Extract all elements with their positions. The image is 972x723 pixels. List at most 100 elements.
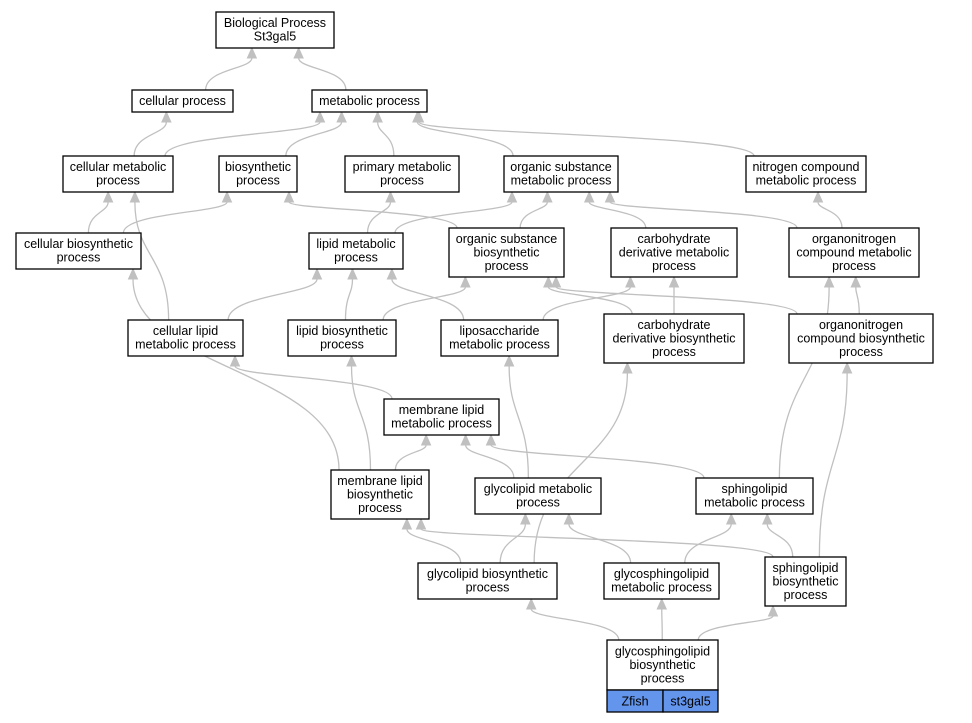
term-node-mp[interactable]: metabolic process (311, 89, 428, 113)
term-node-cp[interactable]: cellular process (131, 89, 234, 113)
edge-arrowhead (520, 512, 531, 525)
edge-line (376, 121, 395, 157)
term-node-label: lipid biosynthetic (296, 324, 388, 338)
term-node-label: metabolic process (135, 338, 236, 352)
term-node-box (788, 227, 920, 278)
edge-mlbp-to-cbp (127, 267, 340, 471)
species-label: Zfish (621, 695, 648, 709)
annotation-tags: Zfish st3gal5 (606, 689, 719, 713)
term-node-label: St3gal5 (254, 30, 296, 44)
term-node-label: biosynthetic (629, 658, 695, 672)
edge-arrowhead (372, 110, 383, 123)
term-node-label: organonitrogen (812, 232, 896, 246)
term-node-box (330, 469, 430, 520)
edge-arrowhead (283, 190, 295, 203)
edge-line (817, 201, 843, 229)
term-node-label: process (96, 174, 140, 188)
term-node-box (344, 155, 460, 193)
term-node-label: process (652, 345, 696, 359)
term-node-label: metabolic process (511, 174, 612, 188)
term-node-label: cellular lipid (153, 324, 218, 338)
edge-line (394, 444, 427, 471)
edge-oncmp-to-osmp (604, 190, 798, 229)
edge-glmp-to-mlmp (460, 433, 515, 479)
term-node-box (311, 89, 428, 113)
term-node-label: metabolic process (704, 496, 805, 510)
edge-line (609, 201, 798, 229)
edge-arrowhead (161, 110, 172, 123)
term-node-box (440, 319, 559, 357)
term-node-label: derivative metabolic (619, 245, 729, 259)
term-node-label: sphingolipid (772, 561, 838, 575)
edge-line (555, 286, 798, 315)
term-node-label: process (466, 581, 510, 595)
edge-line (164, 121, 321, 157)
edge-cmp-to-cp (133, 110, 172, 157)
edge-line (394, 201, 513, 234)
term-node-box (218, 155, 298, 193)
term-node-label: process (236, 174, 280, 188)
term-node-box (127, 319, 244, 357)
term-node-label: sphingolipid (721, 482, 787, 496)
edge-arrowhead (841, 361, 853, 374)
edge-gslbp-to-slbp (697, 604, 779, 641)
edge-arrowhead (385, 190, 396, 203)
term-node-label: metabolic process (449, 338, 550, 352)
term-node-label: process (784, 588, 828, 602)
term-node-label: organonitrogen (819, 318, 903, 332)
edge-glbp-to-glmp (499, 512, 531, 564)
edge-arrowhead (460, 433, 471, 446)
edge-mlmp-to-clmp (229, 354, 393, 400)
term-node-label: lipid metabolic (316, 237, 395, 251)
edge-line (661, 608, 663, 641)
edge-line (533, 372, 629, 564)
edge-osbp-to-osmp (519, 190, 553, 229)
term-node-box (745, 155, 867, 193)
edge-arrowhead (221, 190, 233, 203)
edge-line (418, 121, 755, 157)
edge-arrowhead (347, 267, 358, 280)
term-node-label: cellular process (139, 94, 226, 108)
edge-line (406, 528, 462, 564)
term-node-box (131, 89, 234, 113)
edge-line (530, 608, 620, 641)
edge-arrowhead (336, 110, 347, 123)
term-node-label: nitrogen compound (752, 160, 859, 174)
edge-arrowhead (460, 275, 471, 288)
edge-arrowhead (503, 354, 515, 367)
edge-line (288, 201, 458, 229)
gene-label: st3gal5 (670, 695, 710, 709)
edge-arrowhead (229, 354, 241, 367)
edge-oncmp-to-ncmp (812, 190, 843, 229)
edge-arrowhead (668, 275, 680, 288)
term-node-label: cellular biosynthetic (24, 237, 133, 251)
edge-line (227, 278, 318, 321)
edge-arrowhead (622, 361, 633, 374)
term-node-label: carbohydrate (638, 318, 711, 332)
